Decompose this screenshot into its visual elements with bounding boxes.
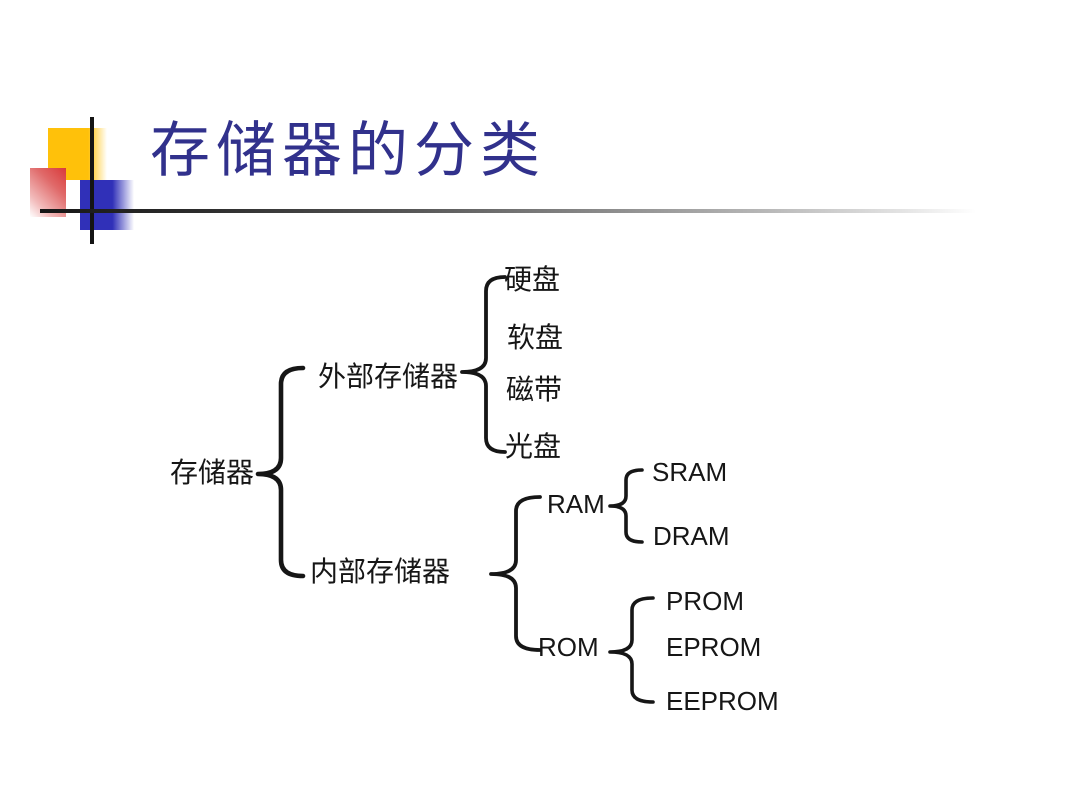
node-floppy-disk: 软盘 — [507, 323, 564, 354]
node-memory: 存储器 — [170, 458, 255, 489]
ornament-red-square — [30, 168, 66, 217]
node-rom: ROM — [538, 632, 599, 662]
brace-external — [460, 275, 507, 454]
node-magnetic-tape: 磁带 — [506, 375, 563, 406]
page-title: 存储器的分类 — [150, 118, 546, 184]
node-hard-disk: 硬盘 — [504, 265, 561, 296]
node-external-memory: 外部存储器 — [318, 362, 459, 393]
ornament-vertical-line — [90, 117, 94, 244]
node-ram: RAM — [547, 489, 605, 519]
node-prom: PROM — [666, 586, 744, 616]
ornament-blue-square — [80, 180, 134, 230]
brace-root — [255, 365, 306, 579]
brace-ram — [608, 468, 644, 544]
node-internal-memory: 内部存储器 — [310, 557, 451, 588]
node-sram: SRAM — [652, 457, 728, 487]
node-eprom: EPROM — [666, 632, 762, 662]
node-dram: DRAM — [653, 521, 730, 551]
node-eeprom: EEPROM — [666, 686, 779, 716]
node-optical-disc: 光盘 — [505, 432, 562, 463]
brace-rom — [608, 596, 655, 704]
brace-internal — [489, 495, 542, 652]
title-divider-line — [40, 209, 976, 213]
